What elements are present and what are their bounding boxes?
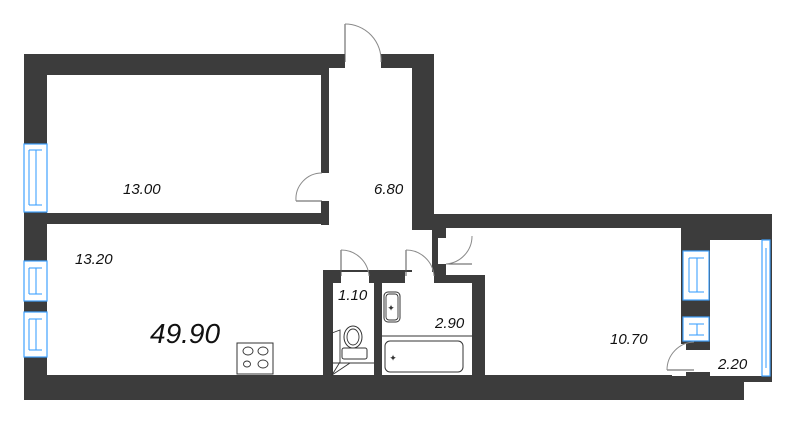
wall-bedroom-kitchen	[47, 213, 323, 224]
stove-icon	[236, 342, 274, 375]
window-kitchen-1	[23, 260, 48, 302]
area-label-balcony: 2.20	[718, 356, 748, 373]
window-kitchen-2	[23, 311, 48, 358]
area-label-kitchen-living: 13.20	[75, 251, 113, 268]
area-label-hallway: 6.80	[374, 181, 404, 198]
area-label-right-room: 10.70	[610, 331, 648, 348]
entry-door[interactable]	[344, 23, 382, 70]
wall-bedroom-hall	[321, 68, 329, 173]
svg-text:✦: ✦	[387, 304, 395, 314]
window-right-room-1	[682, 250, 710, 301]
floors	[47, 68, 762, 376]
sink-icon: ✦	[383, 291, 401, 323]
window-bedroom	[23, 143, 48, 213]
bedroom-door[interactable]	[295, 172, 332, 202]
area-label-bathroom: 2.90	[435, 315, 465, 332]
total-area-label: 49.90	[150, 318, 221, 349]
toilet-icon	[331, 325, 374, 377]
area-label-bedroom: 13.00	[123, 181, 161, 198]
svg-text:✦: ✦	[389, 354, 397, 364]
window-right-room-2	[682, 316, 710, 342]
right-room-door[interactable]	[438, 235, 473, 265]
area-label-toilet: 1.10	[338, 287, 368, 304]
bathtub-icon: ✦	[382, 335, 472, 373]
balcony-door[interactable]	[666, 341, 695, 376]
bathroom-door[interactable]	[405, 249, 435, 284]
window-balcony	[761, 239, 771, 377]
toilet-door[interactable]	[340, 249, 370, 284]
